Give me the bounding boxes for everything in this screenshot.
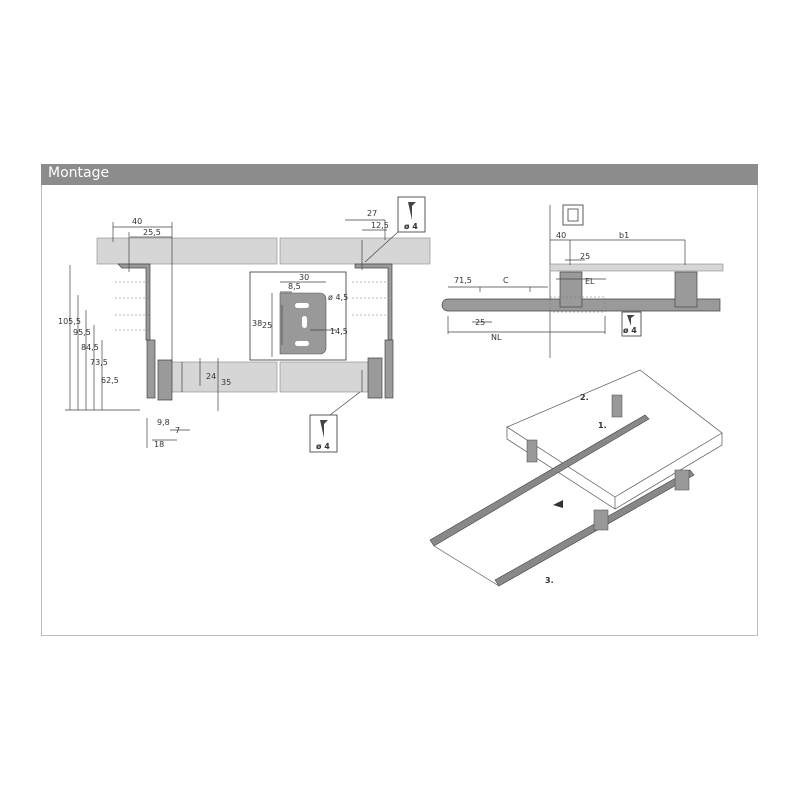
dim-25b: 25 [475,318,485,327]
section-title: Montage [48,165,110,181]
dim-73-5: 73,5 [90,358,108,367]
section-header: Montage [41,164,758,185]
dim-95-5: 95,5 [73,328,91,337]
front-view: 40 25,5 105,5 95,5 84,5 73,5 62,5 24 35 … [58,196,431,453]
dim-14-5: 14,5 [330,327,348,336]
screw-size-side: ø 4 [623,326,637,335]
side-view: 40 b1 25 71,5 C EL 25 NL ø 4 [441,204,724,358]
dim-25: 25 [580,252,590,261]
screw-icon [408,202,416,220]
dim-7: 7 [175,426,180,435]
dim-35: 35 [221,378,231,387]
screw-size-bottom: ø 4 [316,442,330,451]
dim-18: 18 [154,440,164,449]
dim-84-5: 84,5 [81,343,99,352]
dim-40: 40 [556,231,566,240]
left-runner [146,339,156,399]
step-2: 2. [580,393,589,402]
dim-b1: b1 [619,231,629,240]
screw-icon [320,420,328,438]
dim-c: C [503,276,509,285]
dim-27: 27 [367,209,377,218]
dim-25-5: 25,5 [143,228,161,237]
top-panel-left [96,237,278,265]
left-rail-profile [157,359,173,401]
step-3: 3. [545,576,554,585]
screw-size-top: ø 4 [404,222,418,231]
screw-icon [627,315,635,326]
dim-el: EL [585,277,595,286]
drawer-panel-right [279,361,381,393]
cabinet-icon [562,204,584,226]
right-rail-profile [367,357,383,399]
top-panel-right [279,237,431,265]
dim-nl: NL [491,333,502,342]
dim-hole: ø 4,5 [328,293,348,302]
screw-callout-side [621,311,642,337]
drawer-panel-left [171,361,278,393]
isometric-assembly: 2. 1. 3. [429,369,723,587]
dim-40: 40 [132,217,142,226]
left-bracket [117,263,151,341]
dim-24: 24 [206,372,216,381]
dim-8-5: 8,5 [288,282,301,291]
dim-25: 25 [262,321,272,330]
dim-105-5: 105,5 [58,317,81,326]
dim-12-5: 12,5 [371,221,389,230]
dim-30: 30 [299,273,309,282]
bracket-detail: 30 8,5 ø 4,5 38 25 14,5 [249,271,348,361]
step-1: 1. [598,421,607,430]
right-runner [384,339,394,399]
dim-62-5: 62,5 [101,376,119,385]
right-bracket [354,263,393,341]
dim-38: 38 [252,319,262,328]
dim-9-8: 9,8 [157,418,170,427]
dim-71-5: 71,5 [454,276,472,285]
